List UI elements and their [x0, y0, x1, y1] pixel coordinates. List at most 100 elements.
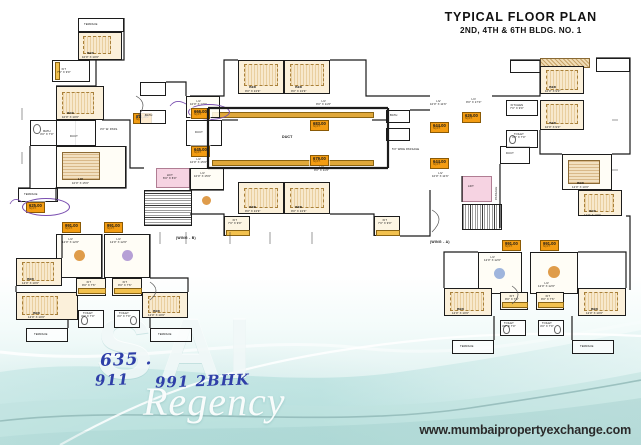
bed-furniture: [22, 262, 54, 281]
bed-furniture: [290, 64, 324, 86]
bed-furniture: [546, 70, 578, 90]
room-label-bath: BATH: [145, 114, 153, 117]
kitchen-counter: [226, 230, 250, 236]
room-duct: [56, 120, 96, 146]
wing-label-a: (WING - A): [430, 240, 450, 244]
room-terrace: [26, 328, 68, 342]
rug-decor: [74, 250, 85, 261]
room-kit: [52, 60, 90, 82]
bed-furniture: [148, 296, 180, 313]
room-bath: [386, 110, 410, 123]
sofa-furniture: [62, 152, 100, 180]
bed-furniture: [83, 36, 111, 54]
page-title: TYPICAL FLOOR PLAN: [444, 10, 597, 24]
room-label-lift: LIFT: [468, 185, 474, 188]
bed-furniture: [244, 64, 278, 86]
room-label-terrace: TERRACE: [580, 345, 594, 348]
wc-fixture: [33, 124, 41, 134]
title-block: TYPICAL FLOOR PLAN 2ND, 4TH & 6TH BLDG. …: [445, 10, 597, 35]
kitchen-counter: [538, 302, 564, 308]
bed-furniture: [584, 194, 614, 212]
wc-fixture: [130, 316, 137, 325]
rug-decor: [548, 266, 560, 278]
room-label-duct: DUCT: [195, 131, 203, 134]
room-label-duct: DUCT: [506, 152, 514, 155]
room-label-duct: DUCT: [70, 135, 78, 138]
room-label-bath: BATH: [390, 114, 398, 117]
rug-decor: [122, 250, 133, 261]
staircase: [144, 190, 192, 226]
website-url: www.mumbaipropertyexchange.com: [419, 423, 631, 437]
kitchen-counter: [55, 62, 60, 80]
room-label-terrace: TERRACE: [158, 333, 172, 336]
bed-furniture: [62, 92, 94, 114]
wc-fixture: [509, 135, 516, 144]
bed-furniture: [244, 188, 278, 208]
room-bath: [386, 128, 410, 141]
callout-bubble: [22, 198, 70, 216]
room-kitchen: [506, 100, 538, 116]
rug-decor: [202, 196, 211, 205]
room-label-terrace: TERRACE: [460, 345, 474, 348]
wc-fixture: [554, 325, 561, 334]
passage-label-5ft: 5'0" WIDE PASSAGE: [392, 148, 420, 151]
kitchen-counter: [502, 302, 528, 308]
kitchen-counter: [78, 288, 106, 294]
room-duct: [186, 120, 222, 146]
bed-furniture: [546, 104, 578, 124]
passage-label: 3'0" W. PASS.: [100, 128, 119, 131]
bed-furniture: [22, 296, 58, 315]
bed-furniture: [450, 292, 484, 311]
room-terrace: [150, 328, 192, 342]
room-terrace: [572, 340, 614, 354]
room-label-terrace: TERRACE: [84, 23, 98, 26]
bed-furniture: [584, 292, 618, 311]
room-label-terrace: TERRACE: [34, 333, 48, 336]
kitchen-counter: [376, 230, 400, 236]
watermark-regency: Regency: [143, 379, 286, 424]
room-terrace: [452, 340, 494, 354]
